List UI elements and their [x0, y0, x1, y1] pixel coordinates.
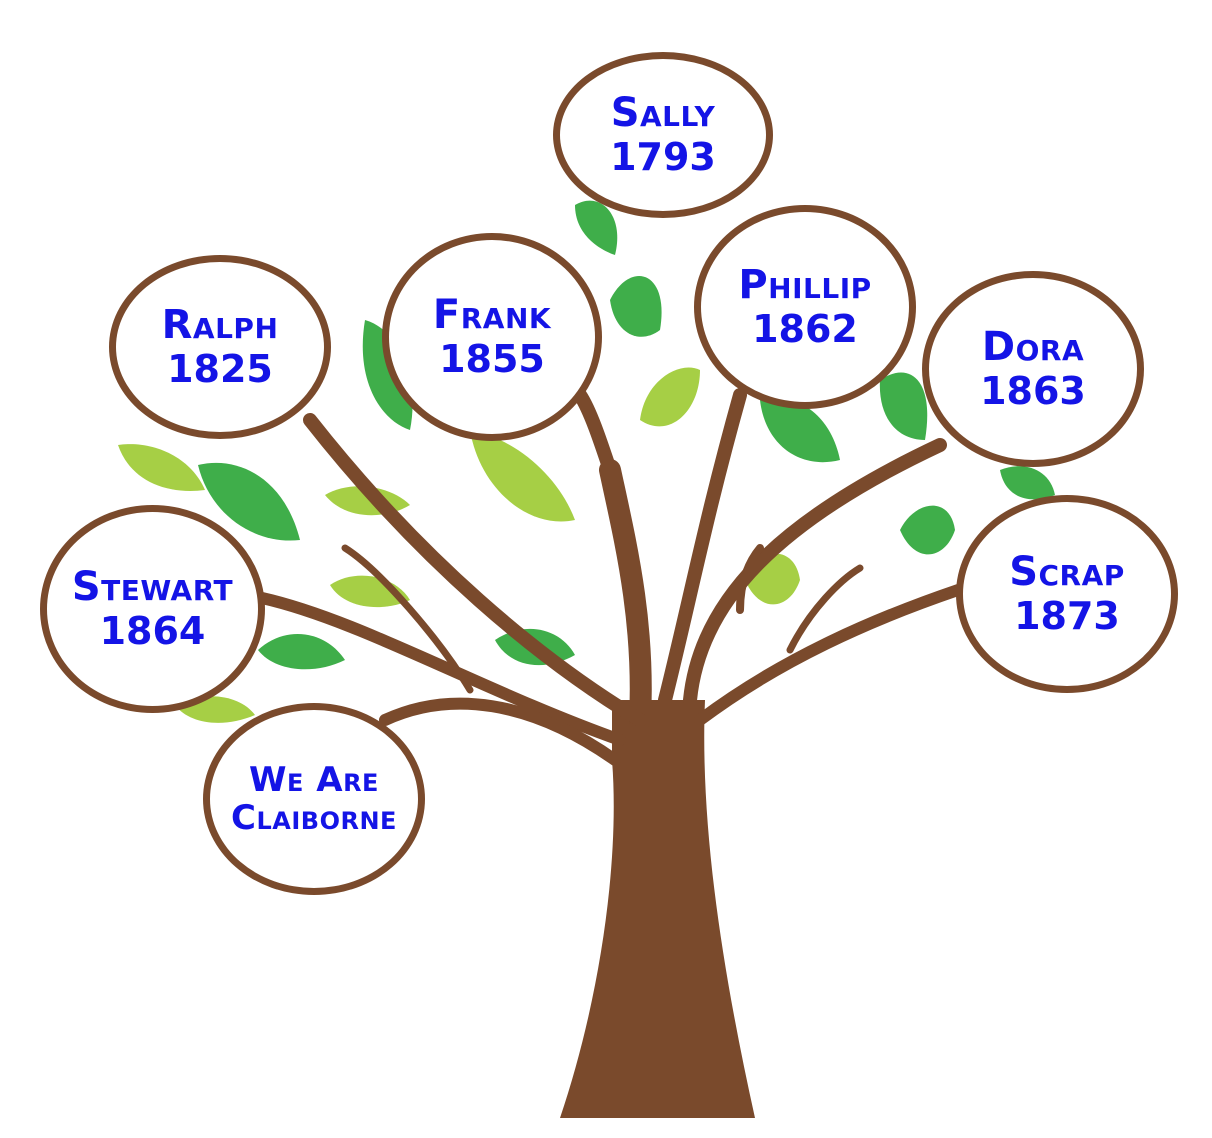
branch-frank — [573, 388, 617, 477]
branch-stewart-twig — [341, 544, 474, 694]
node-name-line2: Claiborne — [231, 798, 397, 838]
node-dora: Dora 1863 — [922, 271, 1144, 467]
leaf — [1000, 466, 1055, 500]
node-name: Phillip — [738, 262, 872, 309]
node-year: 1793 — [610, 135, 716, 180]
node-phillip: Phillip 1862 — [694, 205, 916, 409]
node-frank: Frank 1855 — [382, 233, 602, 441]
leaf — [118, 444, 205, 491]
node-year: 1855 — [439, 337, 545, 382]
node-name: Ralph — [161, 302, 279, 349]
node-name: Sally — [610, 90, 716, 137]
leaf — [900, 505, 955, 555]
node-year: 1863 — [980, 369, 1086, 414]
node-stewart: Stewart 1864 — [40, 505, 265, 713]
branch-scrap-twig — [786, 564, 864, 654]
node-name: Dora — [981, 324, 1085, 371]
node-year: 1862 — [752, 307, 858, 352]
node-year: 1873 — [1014, 594, 1120, 639]
node-name: Frank — [432, 292, 552, 339]
trunk — [560, 700, 755, 1118]
node-name: Scrap — [1009, 549, 1125, 596]
node-year: 1825 — [167, 347, 273, 392]
leaf — [575, 200, 618, 255]
leaf — [640, 367, 700, 427]
node-name: We Are — [249, 759, 379, 800]
branch-stewart — [256, 592, 626, 746]
node-sally: Sally 1793 — [553, 52, 773, 218]
node-year: 1864 — [99, 609, 206, 654]
leaf — [610, 276, 662, 337]
node-we-are-claiborne: We Are Claiborne — [203, 703, 425, 895]
node-ralph: Ralph 1825 — [109, 255, 331, 439]
branch-mid-twig — [736, 544, 764, 614]
leaf — [760, 397, 840, 463]
node-name: Stewart — [71, 564, 234, 611]
leaf — [258, 633, 345, 670]
branch-phillip — [658, 388, 747, 707]
branch-claiborne — [379, 697, 621, 766]
trunk-and-branches — [256, 388, 964, 1118]
branch-scrap — [694, 584, 964, 726]
branch-sally — [599, 459, 652, 731]
leaf — [879, 372, 928, 440]
leaf — [198, 462, 300, 541]
node-scrap: Scrap 1873 — [956, 495, 1178, 693]
branch-ralph — [303, 413, 647, 727]
leaf — [470, 430, 575, 522]
branch-dora — [683, 438, 947, 707]
leaf — [362, 320, 413, 430]
